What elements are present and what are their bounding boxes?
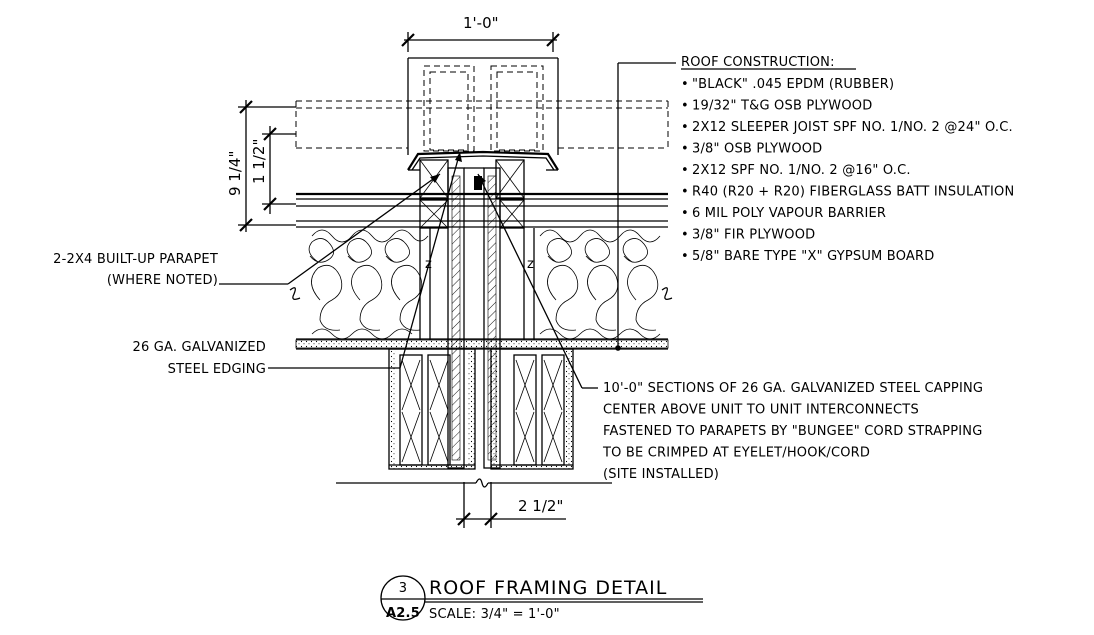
roof-layer-bullet: • <box>681 120 689 135</box>
capping-callout-line: 10'-0" SECTIONS OF 26 GA. GALVANIZED STE… <box>603 381 983 396</box>
dimension-top-width-label: 1'-0" <box>463 14 499 32</box>
roof-layer-list: •"BLACK" .045 EPDM (RUBBER)•19/32" T&G O… <box>681 77 1014 264</box>
dimension-height-small-label: 1 1/2" <box>250 139 268 184</box>
roof-layer-item: "BLACK" .045 EPDM (RUBBER) <box>692 77 894 92</box>
detail-title: ROOF FRAMING DETAIL <box>429 577 667 599</box>
roof-layer-item: 3/8" FIR PLYWOOD <box>692 228 815 243</box>
roof-layer-item: 2X12 SPF NO. 1/NO. 2 @16" O.C. <box>692 163 911 178</box>
detail-number: 3 <box>399 581 407 596</box>
fiberglass-insulation-right <box>539 229 661 340</box>
parapet-verticals: z z <box>419 228 535 340</box>
dimension-height-total-label: 9 1/4" <box>226 151 244 196</box>
roof-layer-bullet: • <box>681 185 689 200</box>
parapet-callout-line2: (WHERE NOTED) <box>107 273 218 288</box>
roof-layer-bullet: • <box>681 249 689 264</box>
parapet-callout-line1: 2-2X4 BUILT-UP PARAPET <box>53 252 218 267</box>
parapet-top-block <box>407 57 559 155</box>
roof-construction-heading: ROOF CONSTRUCTION: <box>681 55 835 70</box>
capping-callout: 10'-0" SECTIONS OF 26 GA. GALVANIZED STE… <box>602 381 983 482</box>
edging-callout: 26 GA. GALVANIZED STEEL EDGING <box>132 340 266 377</box>
roof-layer-bullet: • <box>681 99 689 114</box>
roof-layer-item: 2X12 SLEEPER JOIST SPF NO. 1/NO. 2 @24" … <box>692 120 1013 135</box>
dimension-top-width: 1'-0" <box>401 14 560 52</box>
roof-layer-bullet: • <box>681 77 689 92</box>
roof-layer-item: 6 MIL POLY VAPOUR BARRIER <box>692 206 886 221</box>
capping-callout-line: FASTENED TO PARAPETS BY "BUNGEE" CORD ST… <box>603 424 982 439</box>
dimension-gap: 2 1/2" <box>456 482 566 528</box>
roof-layer-item: 19/32" T&G OSB PLYWOOD <box>692 99 872 114</box>
dimension-left-heights: 9 1/4" 1 1/2" <box>226 100 296 232</box>
break-marks <box>289 287 673 300</box>
parapet-studs <box>419 159 525 469</box>
edging-callout-line1: 26 GA. GALVANIZED <box>132 340 266 355</box>
roof-layer-bullet: • <box>681 163 689 178</box>
roof-layer-bullet: • <box>681 228 689 243</box>
fiberglass-insulation-left <box>308 229 429 340</box>
lower-wall-right <box>490 348 574 470</box>
galvanized-capping <box>407 150 559 171</box>
leader-lines <box>219 62 676 389</box>
edging-callout-line2: STEEL EDGING <box>168 362 266 377</box>
title-block: 3 A2.5 ROOF FRAMING DETAIL SCALE: 3/4" =… <box>380 575 703 622</box>
svg-text:z: z <box>527 257 534 272</box>
deck-blocking <box>419 199 525 229</box>
lower-wall-left <box>388 348 476 470</box>
roof-construction-notes: ROOF CONSTRUCTION: •"BLACK" .045 EPDM (R… <box>681 55 1014 264</box>
detail-scale: SCALE: 3/4" = 1'-0" <box>429 607 560 622</box>
roof-deck-layers <box>295 192 669 350</box>
capping-callout-line: (SITE INSTALLED) <box>603 467 719 482</box>
capping-callout-line: TO BE CRIMPED AT EYELET/HOOK/CORD <box>602 446 870 461</box>
roof-outline <box>295 100 669 149</box>
roof-layer-bullet: • <box>681 206 689 221</box>
floor-line <box>336 478 612 488</box>
parapet-callout: 2-2X4 BUILT-UP PARAPET (WHERE NOTED) <box>53 252 218 288</box>
roof-layer-bullet: • <box>681 142 689 157</box>
dimension-gap-label: 2 1/2" <box>518 497 563 515</box>
roof-layer-item: 3/8" OSB PLYWOOD <box>692 142 822 157</box>
roof-layer-item: R40 (R20 + R20) FIBERGLASS BATT INSULATI… <box>692 185 1014 200</box>
capping-callout-line: CENTER ABOVE UNIT TO UNIT INTERCONNECTS <box>603 403 919 418</box>
roof-layer-item: 5/8" BARE TYPE "X" GYPSUM BOARD <box>692 249 934 264</box>
sheet-reference: A2.5 <box>386 606 420 621</box>
